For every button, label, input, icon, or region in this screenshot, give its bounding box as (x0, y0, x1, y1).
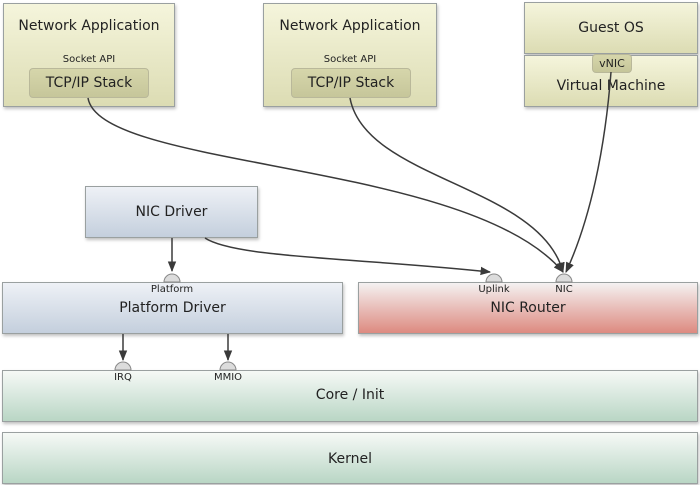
network-application-1: Network Application Socket API TCP/IP St… (3, 3, 175, 107)
core-init-title: Core / Init (315, 387, 385, 403)
socket-api-label-2: Socket API (323, 54, 377, 65)
arrow-stack1-to-nic (87, 97, 564, 273)
socket-api-label-1: Socket API (62, 54, 116, 65)
nic-driver: NIC Driver (85, 186, 258, 238)
platform-session-port (163, 273, 181, 283)
platform-driver-title: Platform Driver (119, 300, 226, 316)
nic-session-port (555, 273, 573, 283)
arrow-vnic-to-nic (565, 71, 612, 273)
core-init: Core / Init (2, 370, 698, 422)
arrow-nicdriver-to-uplink (204, 237, 492, 276)
guest-os-title: Guest OS (578, 20, 644, 36)
nic-driver-title: NIC Driver (135, 204, 208, 220)
tcpip-stack-1: TCP/IP Stack (29, 68, 149, 98)
kernel: Kernel (2, 432, 698, 484)
network-application-1-title: Network Application (18, 18, 160, 34)
platform-session-label: Platform (150, 284, 194, 295)
nic-router: NIC Router (358, 282, 698, 334)
irq-session-port (114, 361, 132, 371)
uplink-session-port (485, 273, 503, 283)
kernel-title: Kernel (328, 451, 372, 467)
nic-router-title: NIC Router (490, 300, 566, 316)
virtual-machine-title: Virtual Machine (556, 78, 666, 94)
irq-session-label: IRQ (114, 372, 132, 383)
guest-os: Guest OS (524, 2, 698, 54)
tcpip-stack-2: TCP/IP Stack (291, 68, 411, 98)
mmio-session-port (219, 361, 237, 371)
network-application-2-title: Network Application (279, 18, 421, 34)
mmio-session-label: MMIO (213, 372, 243, 383)
vnic-port: vNIC (592, 54, 632, 73)
uplink-session-label: Uplink (478, 284, 510, 295)
network-application-2: Network Application Socket API TCP/IP St… (263, 3, 437, 107)
nic-session-label: NIC (555, 284, 573, 295)
arrow-stack2-to-nic (349, 97, 565, 274)
